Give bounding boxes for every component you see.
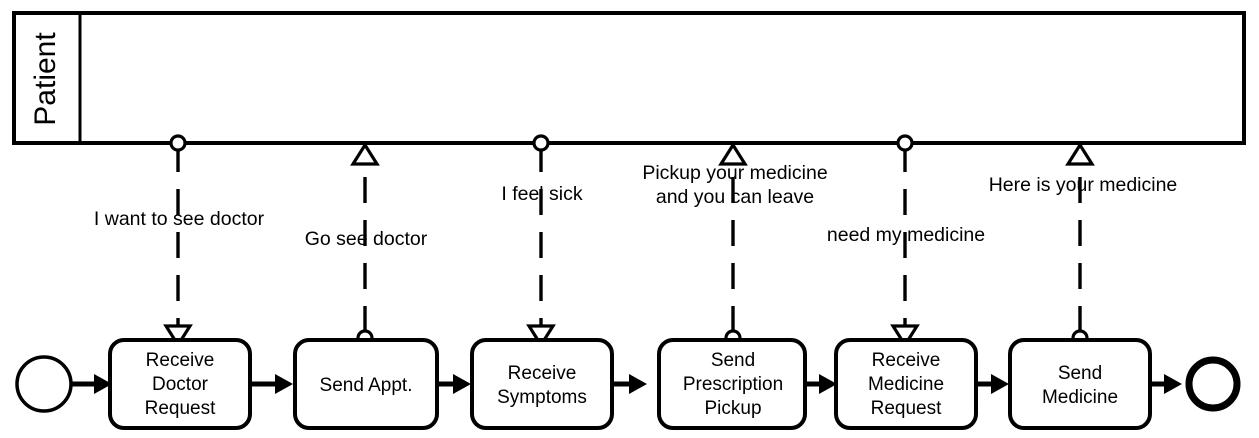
message-flow-label-m5: need my medicine (827, 224, 985, 246)
task-send-prescription-pickup[interactable]: Send Prescription Pickup (657, 338, 807, 430)
message-flow-arrowhead-icon (526, 324, 556, 348)
task-receive-symptoms[interactable]: Receive Symptoms (470, 338, 614, 430)
message-flow-label-m3: I feel sick (501, 183, 583, 205)
task-label-line1: Receive (872, 350, 941, 371)
task-label-line2: Doctor (152, 374, 209, 395)
sequence-flow-t5-to-t6[interactable] (976, 374, 1009, 394)
sequence-flow-arrowhead-icon (991, 374, 1009, 394)
message-flow-source-circle-icon (532, 134, 550, 152)
message-flow-m6[interactable]: Here is your medicine (989, 142, 1178, 347)
message-flow-arrowhead-icon (718, 142, 748, 166)
sequence-flow-arrowhead-icon (1164, 374, 1182, 394)
message-flow-arrowhead-icon (1065, 142, 1095, 166)
task-box[interactable] (470, 338, 614, 430)
task-label-line1: Receive (508, 363, 577, 384)
task-label-line1: Send (711, 350, 755, 371)
task-label-line2: Medicine (1042, 387, 1118, 408)
message-flow-label-m2: Go see doctor (305, 228, 428, 250)
task-box[interactable] (657, 338, 807, 430)
task-box[interactable] (293, 338, 439, 430)
task-label-line2: Symptoms (497, 387, 587, 408)
message-flow-label-m4-line1: Pickup your medicine (642, 162, 827, 184)
task-box[interactable] (1008, 338, 1152, 430)
message-flow-arrowhead-icon (890, 324, 920, 348)
sequence-flow-t2-to-t3[interactable] (437, 374, 471, 394)
task-label-line1: Send Appt. (320, 375, 413, 396)
task-label-line2: Prescription (683, 374, 783, 395)
task-send-appt[interactable]: Send Appt. (293, 338, 439, 430)
end-event[interactable] (1185, 356, 1241, 412)
start-event[interactable] (15, 355, 73, 413)
sequence-flow-arrowhead-icon (275, 374, 293, 394)
message-flow-label-m4-line2: and you can leave (656, 186, 814, 208)
message-flow-arrowhead-icon (163, 324, 193, 348)
task-label-line1: Send (1058, 363, 1102, 384)
task-send-medicine[interactable]: Send Medicine (1008, 338, 1152, 430)
task-label-line3: Pickup (704, 398, 761, 419)
message-flow-label-m1: I want to see doctor (94, 208, 265, 230)
task-receive-medicine-request[interactable]: Receive Medicine Request (834, 338, 978, 430)
task-label-line1: Receive (146, 350, 215, 371)
sequence-flow-t1-to-t2[interactable] (250, 374, 293, 394)
sequence-flow-arrowhead-icon (453, 374, 471, 394)
pool-label-patient: Patient (29, 32, 62, 126)
sequence-flow-t4-to-t5[interactable] (805, 374, 837, 394)
pool-patient[interactable]: Patient (12, 11, 1246, 145)
message-flow-source-circle-icon (169, 134, 187, 152)
sequence-flow-arrowhead-icon (819, 374, 837, 394)
message-flow-m5[interactable]: need my medicine (827, 134, 985, 348)
sequence-flow-arrowhead-icon (629, 374, 647, 394)
message-flow-m3[interactable]: I feel sick (501, 134, 583, 348)
message-flow-arrowhead-icon (350, 142, 380, 166)
sequence-flow-t6-to-end[interactable] (1150, 374, 1182, 394)
task-label-line2: Medicine (868, 374, 944, 395)
message-flow-source-circle-icon (896, 134, 914, 152)
task-label-line3: Request (145, 398, 216, 419)
message-flow-m2[interactable]: Go see doctor (305, 142, 428, 347)
task-label-line3: Request (871, 398, 942, 419)
message-flow-label-m6: Here is your medicine (989, 174, 1178, 196)
sequence-flow-t3-to-t4[interactable] (612, 374, 647, 394)
message-flow-m1[interactable]: I want to see doctor (94, 134, 265, 348)
task-receive-doctor-request[interactable]: Receive Doctor Request (108, 338, 252, 430)
message-flow-m4[interactable]: Pickup your medicine and you can leave (642, 142, 828, 347)
sequence-flow-arrowhead-icon (94, 374, 112, 394)
task-box[interactable] (108, 338, 252, 430)
pool-boundary[interactable] (12, 11, 1246, 145)
task-box[interactable] (834, 338, 978, 430)
sequence-flow-start-to-t1[interactable] (72, 374, 112, 394)
